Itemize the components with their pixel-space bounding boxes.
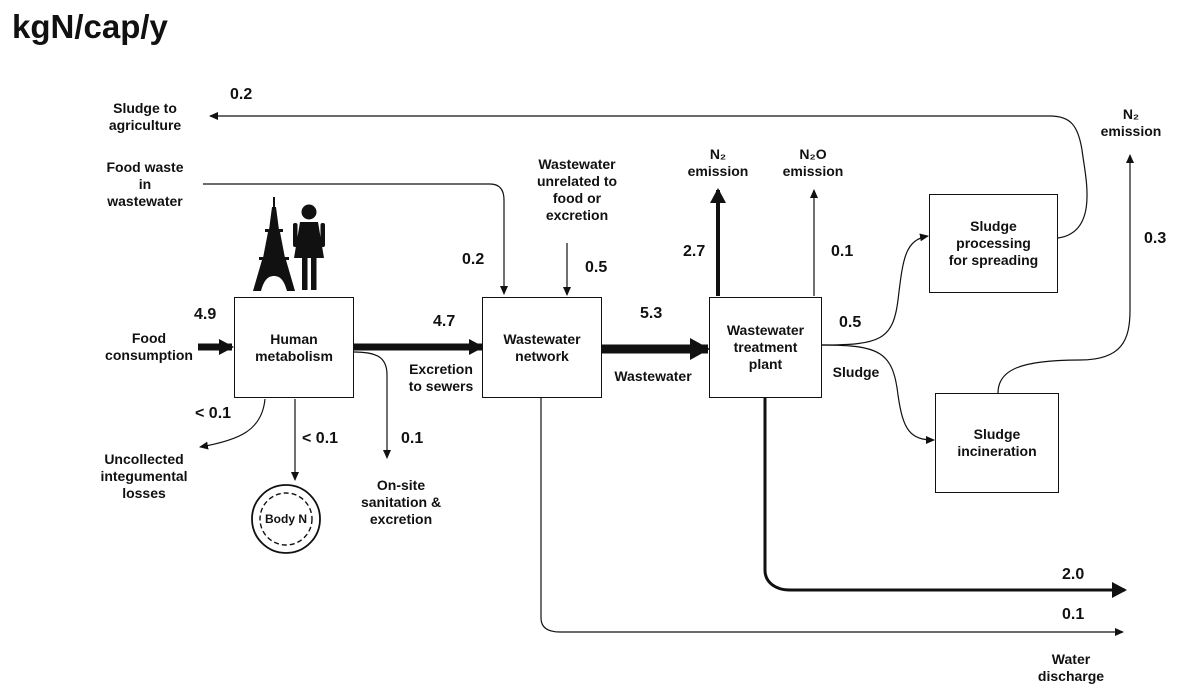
value-excretion-to-sewers: 4.7 (433, 313, 456, 330)
body-n-label: Body N (265, 512, 307, 526)
uncollected-losses-arrow (199, 398, 266, 450)
onsite-sanitation-arrow (353, 351, 391, 459)
value-n2o-emission: 0.1 (831, 243, 854, 260)
sludge-to-incineration-arrow (821, 344, 935, 444)
human-metabolism-box: Human metabolism (234, 297, 354, 398)
wastewater-treatment-plant-label: Wastewater treatment plant (726, 322, 805, 372)
n2o-emission-label: N₂O emission (782, 146, 844, 179)
sludge-incineration-label: Sludge incineration (957, 426, 1037, 459)
food-waste-arrow (203, 183, 508, 295)
wastewater-network-label: Wastewater network (503, 330, 581, 364)
sludge-incineration-box: Sludge incineration (935, 393, 1059, 493)
uncollected-losses-label: Uncollected integumental losses (100, 451, 188, 501)
value-sludge: 0.5 (839, 314, 862, 331)
eiffel-tower-icon (253, 197, 295, 291)
n2-emission-incineration-label: N₂ emission (1100, 106, 1162, 139)
value-body-n: < 0.1 (302, 430, 339, 447)
water-discharge-label: Water discharge (1037, 651, 1105, 684)
excretion-to-sewers-label: Excretion to sewers (408, 361, 474, 394)
value-network-discharge: 0.1 (1062, 606, 1085, 623)
wwtp-discharge-arrow (763, 398, 1127, 598)
value-sludge-to-agriculture: 0.2 (230, 86, 253, 103)
woman-icon (293, 204, 325, 290)
wastewater-unrelated-label: Wastewater unrelated to food or excretio… (536, 156, 618, 223)
onsite-sanitation-label: On-site sanitation & excretion (360, 477, 442, 527)
value-wwtp-discharge: 2.0 (1062, 566, 1085, 583)
food-consumption-label: Food consumption (105, 330, 193, 363)
value-uncollected-losses: < 0.1 (195, 405, 232, 422)
human-metabolism-label: Human metabolism (255, 330, 333, 364)
sludge-to-processing-arrow (821, 233, 929, 346)
sludge-to-agriculture-label: Sludge to agriculture (108, 100, 182, 133)
value-onsite-sanitation: 0.1 (401, 430, 424, 447)
value-wastewater-unrelated: 0.5 (585, 259, 608, 276)
value-food-consumption: 4.9 (194, 306, 217, 323)
value-wastewater-to-wwtp: 5.3 (640, 305, 663, 322)
network-discharge-arrow (540, 398, 1124, 636)
n2-emission-incineration-arrow (997, 154, 1134, 394)
wastewater-treatment-plant-box: Wastewater treatment plant (709, 297, 822, 398)
n2-emission-wwtp-label: N₂ emission (687, 146, 749, 179)
body-n-outer-circle (251, 484, 321, 554)
value-n2-emission-wwtp: 2.7 (683, 243, 706, 260)
body-n-inner-circle (259, 492, 313, 546)
sludge-processing-box: Sludge processing for spreading (929, 194, 1058, 293)
diagram-title: kgN/cap/y (12, 8, 168, 45)
sludge-flow-label: Sludge (832, 364, 880, 380)
food-waste-label: Food waste in wastewater (106, 159, 184, 209)
wastewater-network-box: Wastewater network (482, 297, 602, 398)
value-food-waste: 0.2 (462, 251, 485, 268)
sludge-processing-label: Sludge processing for spreading (948, 218, 1039, 268)
sludge-to-agriculture-arrow (209, 112, 1088, 239)
wastewater-flow-label: Wastewater (614, 368, 692, 384)
value-n2-emission-incineration: 0.3 (1144, 230, 1167, 247)
